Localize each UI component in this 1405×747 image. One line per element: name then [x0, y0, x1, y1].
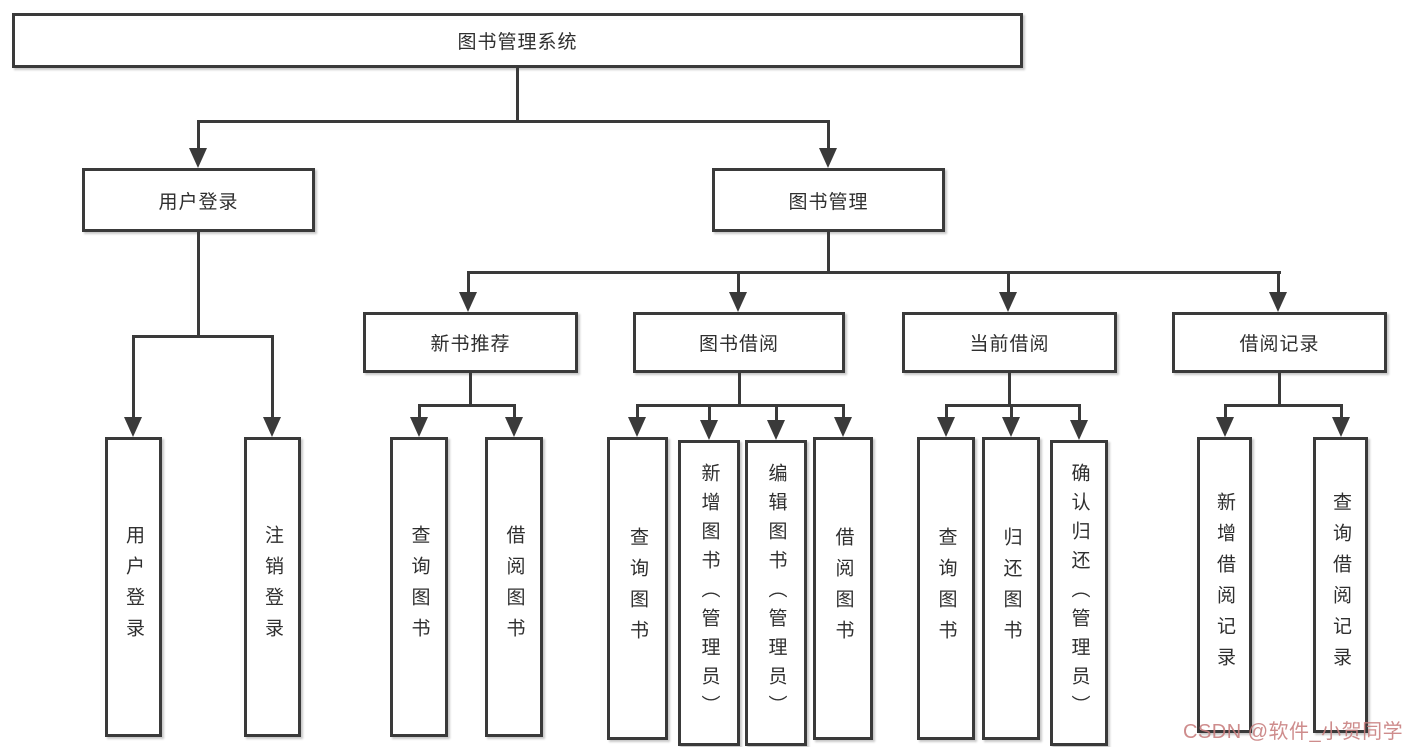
- connector-level3-branch: [466, 271, 1281, 274]
- node-leaf-bb-edit: 编辑图书（管理员）: [745, 440, 807, 746]
- node-leaf-logout-label: 注销登录: [262, 525, 283, 649]
- arrowhead-icon: [263, 417, 281, 437]
- arrowhead-icon: [767, 420, 785, 440]
- node-current-borrow: 当前借阅: [902, 312, 1117, 373]
- connector-level2-branch: [196, 120, 830, 123]
- connector-user-login-drop: [196, 232, 200, 338]
- connector-root-drop: [515, 68, 519, 122]
- node-leaf-bb-query-label: 查询图书: [627, 526, 648, 651]
- arrowhead-icon: [834, 417, 852, 437]
- node-leaf-cb-confirm-label: 确认归还（管理员）: [1068, 462, 1090, 724]
- arrowhead-icon: [410, 417, 428, 437]
- arrowhead-icon: [124, 417, 142, 437]
- connector-drop-leaf: [774, 404, 778, 421]
- node-new-book-rec: 新书推荐: [363, 312, 578, 373]
- connector-drop-leaf: [1223, 404, 1227, 418]
- node-book-borrow: 图书借阅: [633, 312, 845, 373]
- node-leaf-cb-return: 归还图书: [982, 437, 1040, 740]
- node-book-borrow-label: 图书借阅: [698, 334, 779, 355]
- connector-drop-leaf: [841, 404, 845, 418]
- connector-drop-leaf: [1009, 404, 1013, 418]
- connector-drop-new-book-rec: [466, 271, 470, 293]
- connector-drop-leaf: [1077, 404, 1081, 421]
- node-leaf-br-add-label: 新增借阅记录: [1214, 492, 1235, 678]
- connector-book-mgmt-drop: [826, 232, 830, 274]
- node-leaf-bb-borrow-label: 借阅图书: [832, 526, 854, 651]
- connector-drop-leaf: [1339, 404, 1343, 418]
- connector-group-drop: [468, 373, 472, 407]
- node-root: 图书管理系统: [12, 13, 1023, 68]
- node-leaf-bb-add-label: 新增图书（管理员）: [698, 462, 720, 724]
- arrowhead-icon: [819, 148, 837, 168]
- connector-group-branch: [635, 404, 845, 407]
- connector-drop-book-borrow: [736, 271, 740, 293]
- arrowhead-icon: [999, 292, 1017, 312]
- connector-group-drop: [1007, 373, 1011, 407]
- connector-group-branch: [417, 404, 516, 407]
- node-borrow-record: 借阅记录: [1172, 312, 1387, 373]
- node-new-book-rec-label: 新书推荐: [430, 334, 511, 355]
- connector-drop-leaf: [944, 404, 948, 418]
- connector-drop-leaf: [635, 404, 639, 418]
- node-current-borrow-label: 当前借阅: [969, 334, 1050, 355]
- connector-drop-leaf: [512, 404, 516, 418]
- node-leaf-bb-edit-label: 编辑图书（管理员）: [765, 462, 787, 724]
- node-leaf-nb-query: 查询图书: [390, 437, 448, 737]
- connector-drop-user-login: [196, 120, 200, 150]
- node-leaf-logout: 注销登录: [244, 437, 301, 737]
- node-leaf-br-query: 查询借阅记录: [1313, 437, 1368, 733]
- connector-group-branch: [1223, 404, 1343, 407]
- connector-drop-leaf: [707, 404, 711, 421]
- csdn-watermark: CSDN @软件_小贺同学: [1183, 721, 1404, 743]
- arrowhead-icon: [505, 417, 523, 437]
- arrowhead-icon: [189, 148, 207, 168]
- connector-drop-leaf: [270, 335, 274, 419]
- node-borrow-record-label: 借阅记录: [1239, 334, 1320, 355]
- arrowhead-icon: [729, 292, 747, 312]
- node-leaf-cb-confirm: 确认归还（管理员）: [1050, 440, 1108, 746]
- arrowhead-icon: [1070, 420, 1088, 440]
- connector-drop-leaf: [131, 335, 135, 419]
- connector-drop-current-borrow: [1006, 271, 1010, 293]
- node-leaf-br-add: 新增借阅记录: [1197, 437, 1252, 733]
- node-leaf-user-login-label: 用户登录: [123, 525, 144, 649]
- node-leaf-br-query-label: 查询借阅记录: [1330, 492, 1351, 678]
- node-leaf-nb-borrow: 借阅图书: [485, 437, 543, 737]
- arrowhead-icon: [459, 292, 477, 312]
- node-book-mgmt-label: 图书管理: [788, 191, 869, 213]
- node-leaf-bb-query: 查询图书: [607, 437, 668, 740]
- connector-group-drop: [737, 373, 741, 407]
- node-leaf-cb-query-label: 查询图书: [935, 526, 957, 651]
- arrowhead-icon: [628, 417, 646, 437]
- node-root-label: 图书管理系统: [457, 32, 578, 53]
- connector-drop-borrow-record: [1276, 271, 1280, 293]
- node-leaf-cb-query: 查询图书: [917, 437, 975, 740]
- arrowhead-icon: [937, 417, 955, 437]
- arrowhead-icon: [1002, 417, 1020, 437]
- connector-drop-leaf: [417, 404, 421, 418]
- connector-drop-book-mgmt: [826, 120, 830, 150]
- connector-user-login-branch: [131, 335, 274, 338]
- arrowhead-icon: [1332, 417, 1350, 437]
- connector-group-drop: [1277, 373, 1281, 407]
- node-leaf-bb-add: 新增图书（管理员）: [678, 440, 740, 746]
- node-leaf-cb-return-label: 归还图书: [1000, 526, 1022, 651]
- arrowhead-icon: [1269, 292, 1287, 312]
- node-leaf-nb-query-label: 查询图书: [408, 525, 430, 649]
- node-user-login: 用户登录: [82, 168, 315, 232]
- node-leaf-user-login: 用户登录: [105, 437, 162, 737]
- connector-group-branch: [944, 404, 1081, 407]
- node-leaf-bb-borrow: 借阅图书: [813, 437, 873, 740]
- node-book-mgmt: 图书管理: [712, 168, 945, 232]
- arrowhead-icon: [700, 420, 718, 440]
- node-user-login-label: 用户登录: [158, 191, 239, 213]
- node-leaf-nb-borrow-label: 借阅图书: [503, 525, 525, 649]
- arrowhead-icon: [1216, 417, 1234, 437]
